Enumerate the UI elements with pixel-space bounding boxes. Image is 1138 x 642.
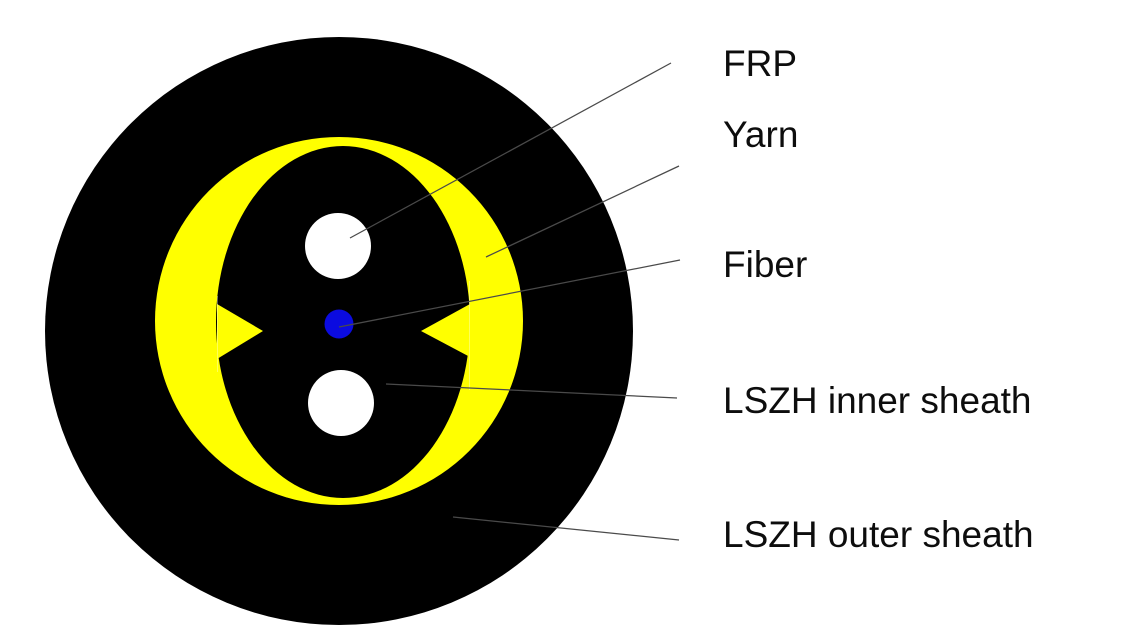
label-fiber: Fiber — [723, 244, 808, 285]
frp-rod-top-circle — [305, 213, 371, 279]
frp-rod-bottom-circle — [308, 370, 374, 436]
leader-line-fiber — [338, 259, 681, 328]
label-yarn: Yarn — [723, 114, 799, 155]
label-inner-sheath: LSZH inner sheath — [723, 380, 1032, 421]
right-notch-triangle — [421, 304, 470, 357]
leader-line-frp — [349, 62, 672, 239]
fiber-core-dot — [324, 309, 354, 339]
leader-line-outer-sheath — [452, 516, 680, 541]
leader-line-inner-sheath — [385, 383, 678, 399]
leader-line-yarn — [485, 165, 680, 258]
left-notch-triangle — [217, 304, 263, 359]
label-frp: FRP — [723, 43, 797, 84]
label-outer-sheath: LSZH outer sheath — [723, 514, 1034, 555]
